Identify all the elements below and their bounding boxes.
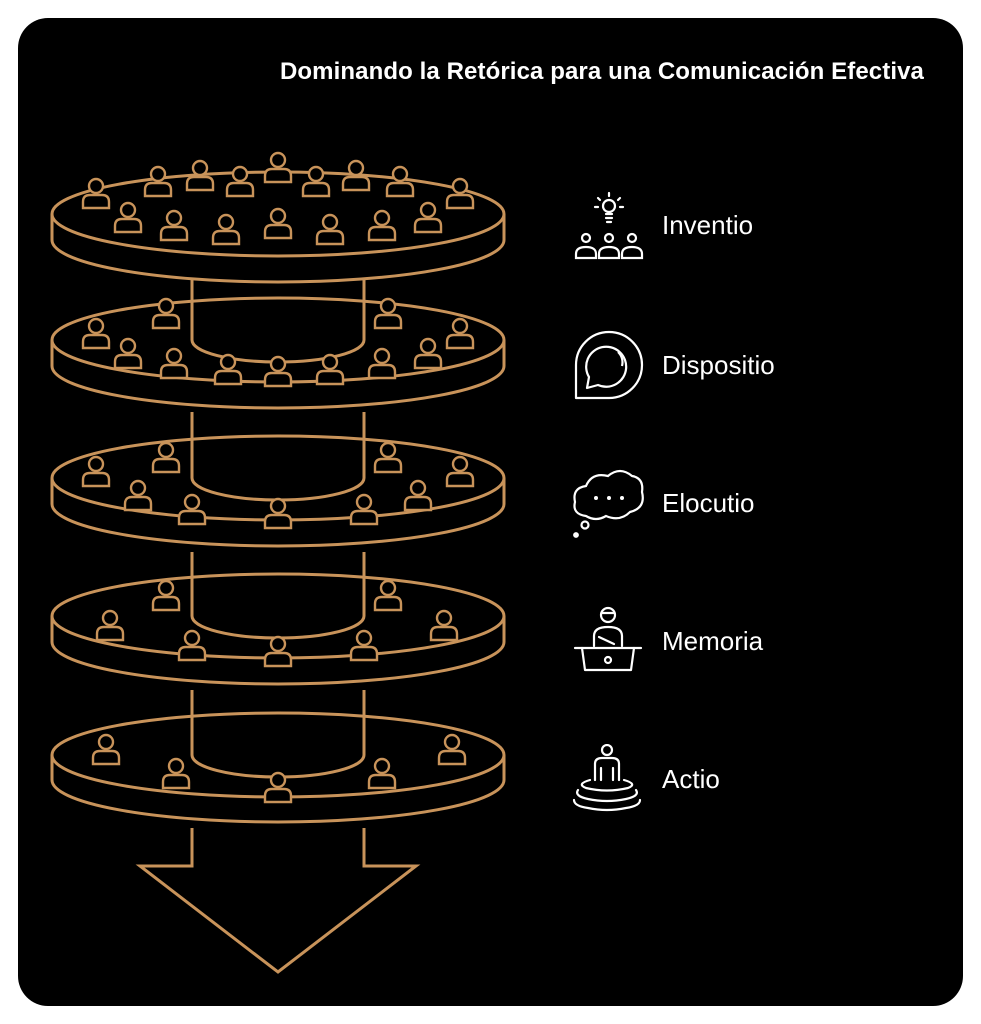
tower-layer-3 [50, 434, 506, 548]
lightbulb-audience-icon [574, 191, 644, 260]
tower-layer-2 [50, 296, 506, 410]
down-arrow [135, 828, 421, 974]
stage-memoria: Memoria [572, 606, 872, 676]
tower-layer-5 [50, 711, 506, 824]
stage-label: Elocutio [662, 488, 755, 518]
stage-label: Dispositio [662, 350, 775, 380]
stage-actio: Actio [572, 744, 872, 814]
tower-layer-1 [50, 151, 506, 284]
stage-dispositio: Dispositio [572, 330, 872, 400]
stage-inventio: Inventio [572, 190, 872, 260]
speech-bubble-icon [574, 330, 644, 400]
stage-label: Memoria [662, 626, 764, 656]
thought-bubble-icon [573, 469, 644, 538]
person-on-stage-icon [572, 744, 642, 812]
stage-elocutio: Elocutio [572, 468, 872, 538]
speaker-podium-icon [573, 606, 643, 672]
stage-label: Actio [662, 764, 720, 794]
stage-label: Inventio [662, 210, 754, 240]
tower-layer-4 [50, 572, 506, 686]
diagram-title: Dominando la Retórica para una Comunicac… [279, 58, 924, 85]
